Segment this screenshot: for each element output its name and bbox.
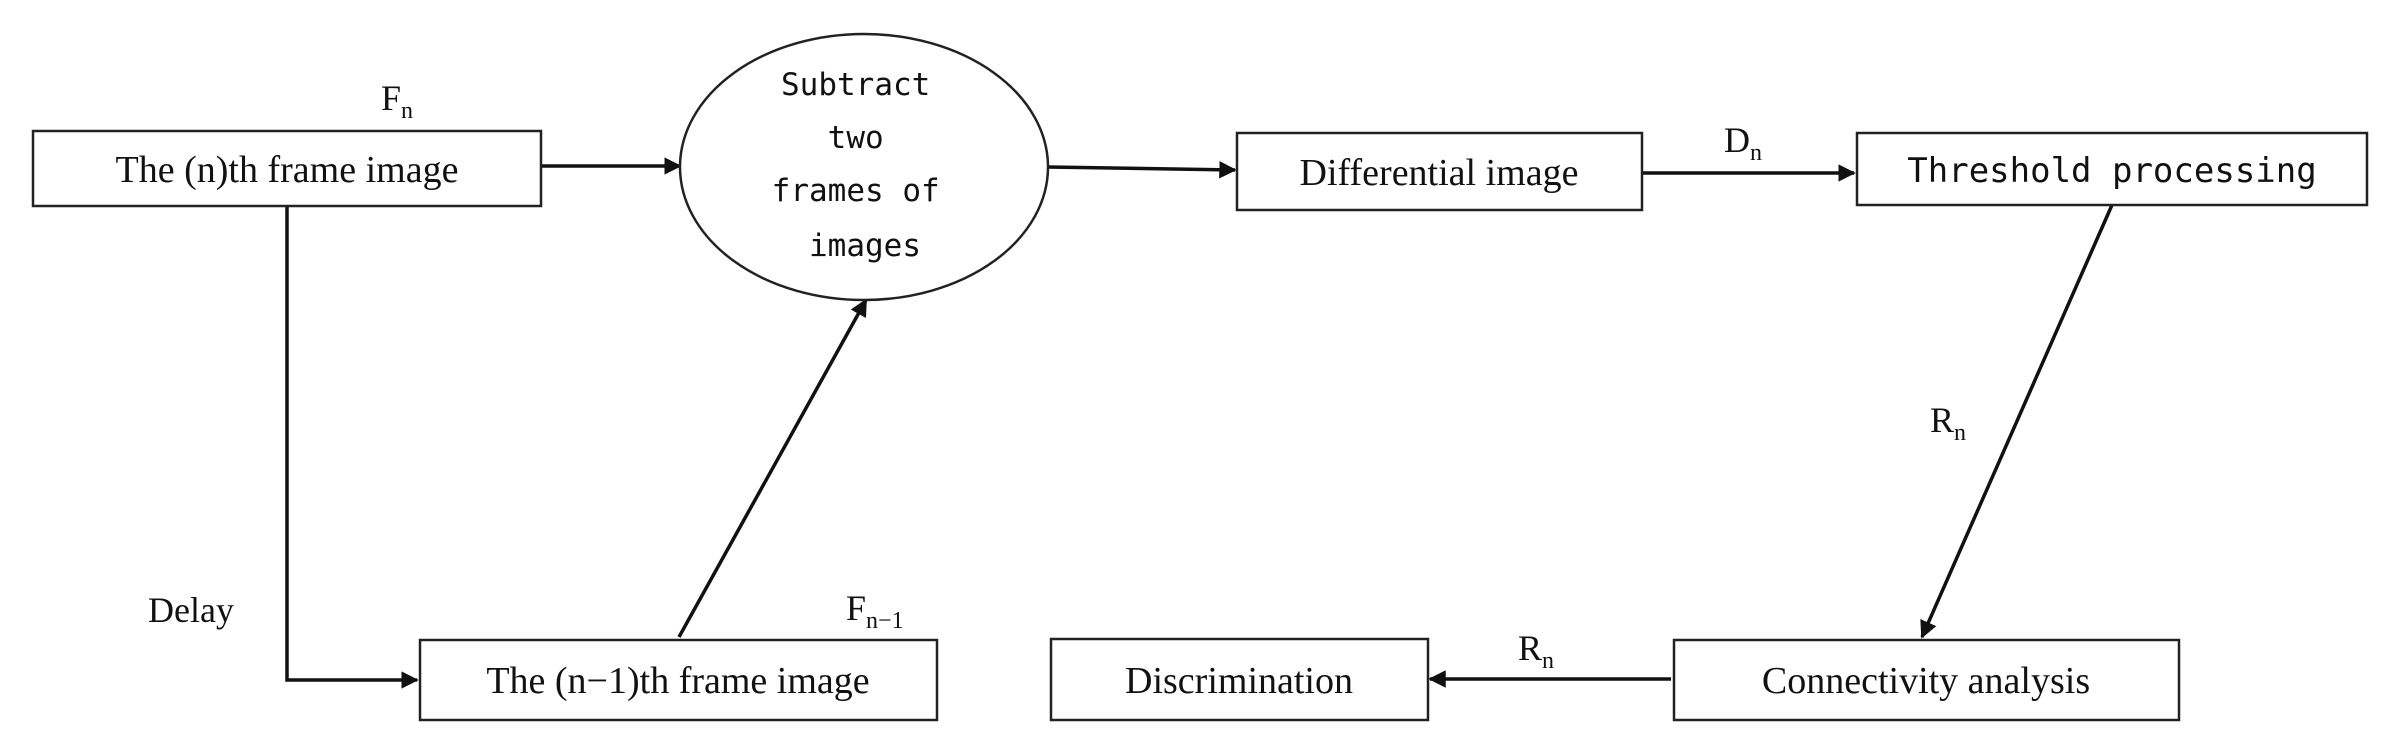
edge-subtract-to-differential	[1047, 160, 1237, 179]
edge-delay-nth-to-prev	[285, 206, 419, 689]
subtract-line-4: images	[809, 228, 921, 264]
label-dn: Dn	[1724, 120, 1762, 166]
prev-frame-label: The (n−1)th frame image	[486, 660, 869, 702]
label-rn-bottom-sub: n	[1542, 648, 1554, 674]
connectivity-label: Connectivity analysis	[1762, 660, 2090, 702]
label-rn-right-sub: n	[1954, 420, 1966, 446]
label-rn-right-base: R	[1930, 400, 1954, 440]
label-fn-1-base: F	[846, 588, 866, 628]
edge-threshold-to-connectivity	[1920, 204, 2114, 639]
edges	[285, 157, 2114, 689]
prev-frame-box	[418, 638, 939, 722]
label-fn-sub: n	[401, 98, 413, 124]
label-rn-right: Rn	[1930, 400, 1966, 446]
label-dn-base: D	[1724, 120, 1750, 160]
subtract-line-3: frames of	[772, 173, 940, 209]
discrimination-label: Discrimination	[1125, 660, 1353, 702]
nth-frame-label: The (n)th frame image	[116, 149, 459, 191]
node-differential: Differential image	[1235, 131, 1644, 212]
node-discrimination: Discrimination	[1049, 637, 1430, 722]
label-rn-bottom: Rn	[1518, 628, 1554, 674]
differential-box	[1235, 131, 1644, 212]
edge-prev-to-subtract	[677, 298, 868, 638]
label-fn-1-sub: n−1	[866, 608, 904, 634]
differential-label: Differential image	[1300, 152, 1579, 194]
subtract-ellipse	[678, 32, 1050, 302]
threshold-box	[1855, 131, 2369, 207]
label-dn-sub: n	[1750, 140, 1762, 166]
label-fn: Fn	[381, 78, 413, 124]
threshold-label: Threshold processing	[1907, 151, 2316, 191]
label-fn-base: F	[381, 78, 401, 118]
subtract-line-1: Subtract	[781, 67, 930, 103]
node-threshold: Threshold processing	[1855, 131, 2369, 207]
subtract-line-2: two	[828, 120, 884, 156]
nth-frame-box	[31, 129, 543, 208]
node-subtract: Subtract two frames of images	[678, 32, 1050, 302]
node-connectivity: Connectivity analysis	[1672, 638, 2181, 722]
label-fn-1: Fn−1	[846, 588, 904, 634]
subtract-label: Subtract two frames of images	[772, 67, 959, 264]
node-prev-frame: The (n−1)th frame image	[418, 638, 939, 722]
connectivity-box	[1672, 638, 2181, 722]
label-rn-bottom-base: R	[1518, 628, 1542, 668]
discrimination-box	[1049, 637, 1430, 722]
node-nth-frame: The (n)th frame image	[31, 129, 543, 208]
label-delay: Delay	[148, 590, 234, 630]
